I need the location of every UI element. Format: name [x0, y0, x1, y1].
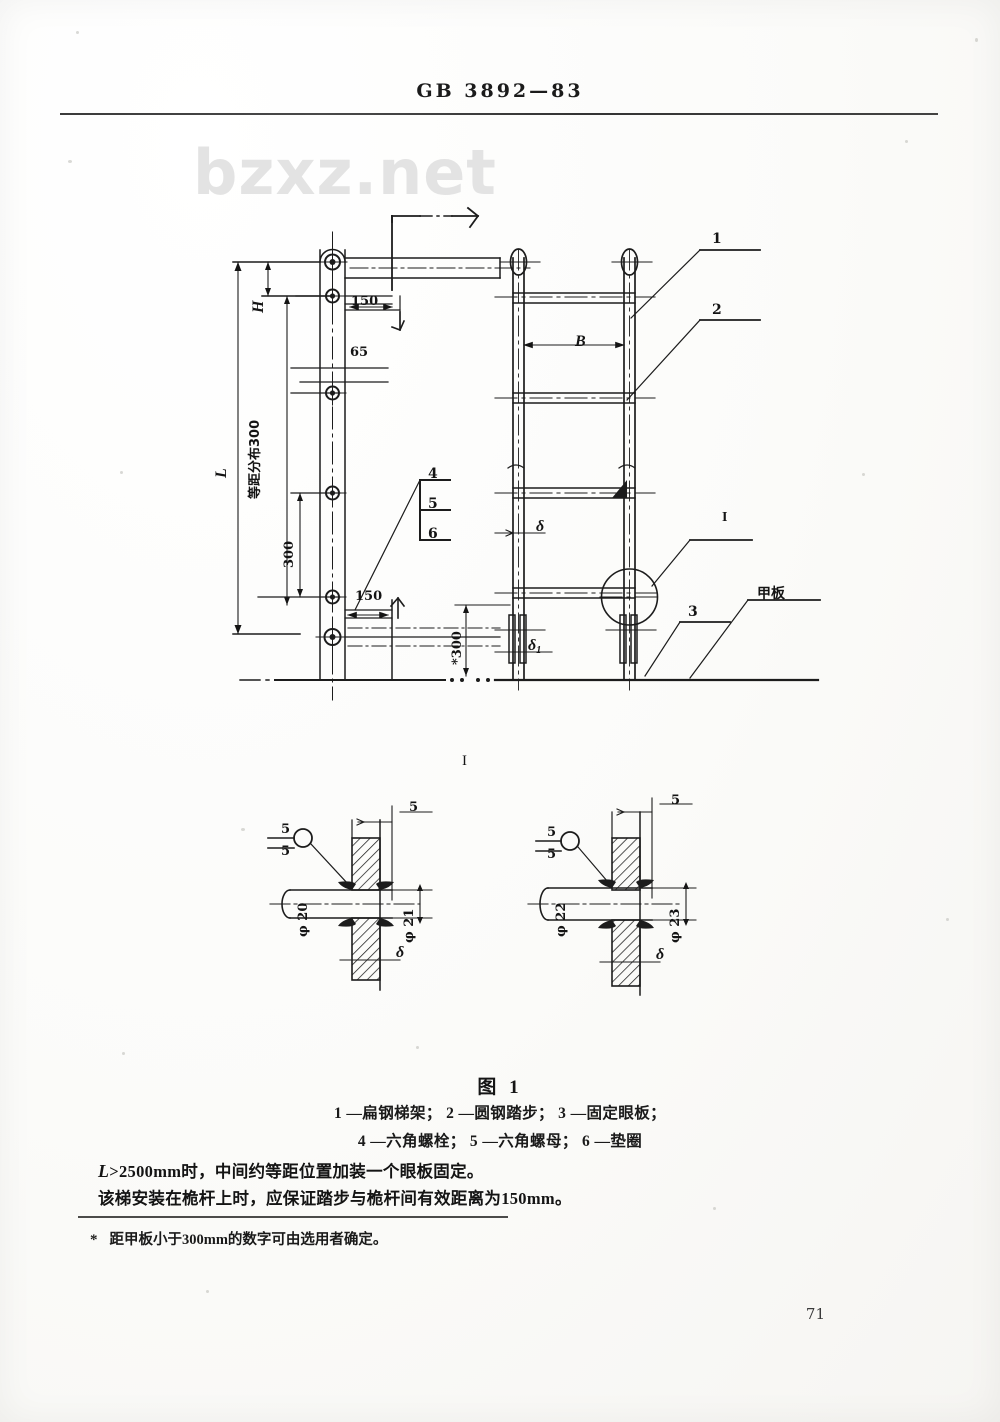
standard-header: GB 3892—83	[416, 80, 584, 102]
dim-label-H: H	[250, 300, 267, 313]
spacing-note: 等距分布300	[248, 419, 263, 499]
detail-left-weld-top: 5	[281, 822, 291, 837]
footnote-rule	[78, 1216, 508, 1218]
thickness-delta: δ	[536, 518, 545, 535]
body-paragraph-2: 该梯安装在桅杆上时，应保证踏步与桅杆间有效距离为150mm。	[98, 1189, 572, 1208]
detail-right-dia-rod: φ 22	[554, 902, 569, 937]
scan-speck	[122, 1052, 125, 1055]
detail-right-plate-thickness: δ	[656, 946, 665, 963]
scan-speck	[946, 918, 949, 921]
dim-label-L: L	[213, 468, 230, 478]
scan-speck	[905, 140, 908, 143]
detail-callout-label: I	[722, 510, 728, 525]
detail-left-dia-hole: φ 21	[402, 908, 417, 943]
scan-speck	[241, 828, 245, 831]
scan-speck	[76, 31, 79, 34]
detail-left-dia-rod: φ 20	[296, 902, 311, 937]
scan-speck	[975, 38, 978, 42]
detail-left-gap: 5	[409, 800, 419, 815]
detail-right-dia-hole: φ 23	[668, 908, 683, 943]
header-rule	[60, 113, 938, 115]
dim-65: 65	[350, 345, 369, 360]
dim-300: 300	[282, 540, 297, 568]
dim-300-deck: *300	[450, 631, 465, 665]
scan-speck	[416, 1046, 419, 1049]
detail-right-gap: 5	[671, 793, 681, 808]
dim-label-B: B	[575, 333, 586, 350]
scan-speck	[862, 473, 865, 476]
detail-left-plate-thickness: δ	[396, 944, 405, 961]
item-label-4: 4	[428, 466, 438, 482]
detail-right-weld-bottom: 5	[547, 847, 557, 862]
item-label-6: 6	[428, 526, 438, 542]
dim-150-bottom: 150	[355, 589, 383, 604]
item-label-3: 3	[688, 604, 698, 620]
figure-legend-line1: 1 —扁钢梯架； 2 —圆钢踏步； 3 —固定眼板；	[333, 1105, 667, 1122]
deck-label: 甲板	[757, 586, 785, 602]
item-label-1: 1	[712, 231, 722, 247]
scan-speck	[713, 1207, 716, 1210]
item-label-5: 5	[428, 496, 438, 512]
dim-150-top: 150	[351, 294, 379, 309]
body-paragraph-1: L>2500mm时，中间约等距位置加装一个眼板固定。	[98, 1161, 484, 1181]
figure-title: 图 1	[477, 1077, 523, 1098]
watermark: bzxz.net	[193, 136, 497, 209]
detail-right-weld-top: 5	[547, 825, 557, 840]
footnote: *距甲板小于300mm的数字可由选用者确定。	[90, 1232, 388, 1248]
section-marker: I	[462, 753, 467, 769]
page-number: 71	[805, 1305, 825, 1323]
item-label-2: 2	[712, 302, 722, 318]
footnote-marker: *	[90, 1232, 98, 1248]
variable-L: L	[98, 1161, 110, 1181]
scan-speck	[206, 1290, 209, 1293]
scan-speck	[68, 160, 72, 163]
scan-speck	[120, 471, 123, 474]
detail-left-weld-bottom: 5	[281, 844, 291, 859]
figure-legend-line2: 4 —六角螺栓； 5 —六角螺母； 6 —垫圈	[357, 1133, 643, 1150]
thickness-delta1: δ1	[528, 637, 542, 656]
